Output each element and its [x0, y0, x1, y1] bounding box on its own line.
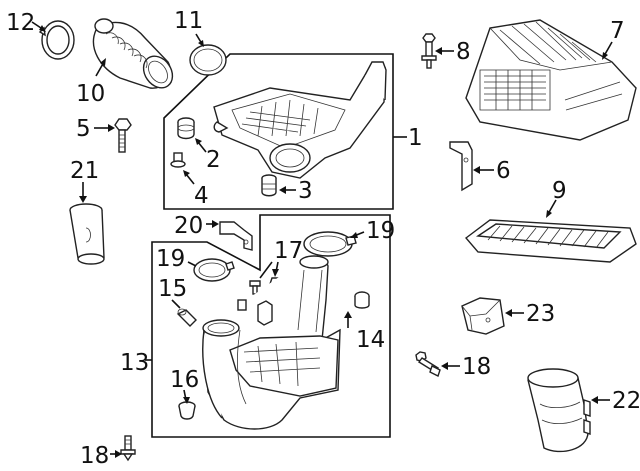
callout-16: 16	[170, 367, 199, 393]
callout-23: 22	[612, 388, 640, 414]
resonator-assembly-part-13	[202, 255, 341, 430]
intake-hose-part-10	[92, 18, 174, 89]
duct-part-22	[69, 203, 105, 265]
callout-20: 19	[156, 246, 185, 272]
air-filter-element-part-9	[464, 219, 637, 263]
leader-lines	[31, 21, 613, 458]
group-box-13	[151, 214, 391, 438]
clamp-ring-part-12	[38, 20, 75, 60]
callout-1: 1	[408, 125, 423, 151]
clamp-part-20	[193, 258, 235, 282]
bracket-part-24	[461, 297, 505, 335]
grommet-part-3	[261, 174, 277, 197]
callout-5: 5	[76, 116, 91, 142]
callout-18-upper: 18	[462, 354, 491, 380]
bolt-part-5	[114, 118, 132, 153]
callout-24: 23	[526, 301, 555, 327]
callout-15: 15	[158, 276, 187, 302]
callout-14: 14	[356, 327, 385, 353]
air-cleaner-cover-part-7	[465, 19, 637, 141]
callout-6: 6	[496, 158, 511, 184]
callout-11: 11	[174, 8, 203, 34]
bolt-part-18-upper	[415, 351, 441, 377]
callout-19: 19	[366, 218, 395, 244]
callout-2: 2	[206, 147, 221, 173]
gasket-part-11	[189, 44, 227, 76]
clamp-part-19	[303, 231, 357, 257]
callout-18-lower: 18	[80, 443, 109, 469]
grommet-part-14	[354, 291, 370, 309]
callout-9: 9	[552, 178, 567, 204]
bolt-part-18-lower	[120, 435, 136, 462]
bracket-part-21	[219, 221, 253, 251]
clip-part-16	[178, 401, 196, 420]
callout-12: 12	[6, 10, 35, 36]
callout-17: 17	[274, 238, 303, 264]
bracket-part-6	[449, 141, 473, 192]
bolt-part-8	[421, 33, 437, 69]
callout-3: 3	[298, 178, 313, 204]
callout-7: 7	[610, 18, 625, 44]
callout-4: 4	[194, 183, 209, 209]
grommet-part-2	[177, 117, 195, 140]
clip-part-4	[170, 152, 186, 168]
callout-13: 13	[120, 350, 149, 376]
intake-duct-part-23	[527, 368, 591, 453]
callout-10: 10	[76, 81, 105, 107]
callout-8: 8	[456, 39, 471, 65]
grommet-part-15	[176, 308, 197, 327]
clip-inside-box-13	[237, 299, 273, 326]
air-cleaner-lower-case-part-1	[213, 61, 387, 179]
callout-21: 20	[174, 213, 203, 239]
callout-22: 21	[70, 158, 99, 184]
